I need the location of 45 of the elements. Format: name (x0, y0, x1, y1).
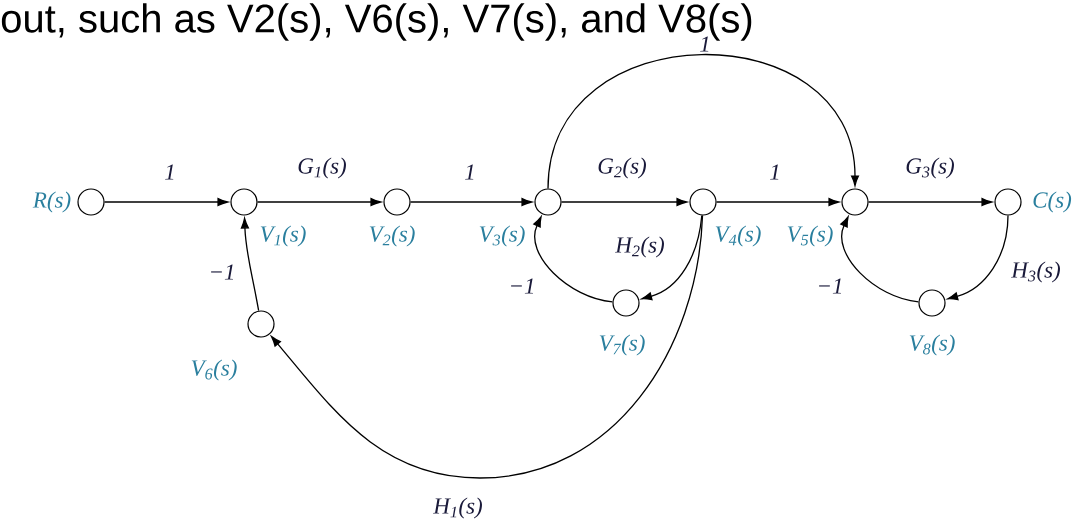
arrow (867, 197, 993, 207)
node-label: V$_{2}$(s) (369, 225, 415, 247)
arrow (547, 53, 860, 190)
node-circle (383, 188, 411, 216)
node-circle (994, 188, 1022, 216)
node-circle (841, 188, 869, 216)
node-label: V$_{1}$(s) (260, 225, 306, 247)
edge-label: 1 (463, 163, 477, 181)
edge-label: G$_{3}$(s) (904, 156, 956, 180)
node-label: V$_{5}$(s) (787, 225, 833, 247)
arrow (103, 197, 229, 207)
edge-label: G$_{1}$(s) (296, 156, 348, 180)
node-circle (689, 188, 717, 216)
arrow (270, 214, 704, 479)
arrow (240, 217, 260, 312)
arrow (641, 214, 703, 301)
edge-label: H$_{3}$(s) (1010, 260, 1062, 284)
edge-label: 1 (768, 163, 782, 181)
node-circle (534, 188, 562, 216)
edge-label: −1 (207, 263, 237, 281)
node-label: V$_{3}$(s) (479, 225, 525, 247)
edge-label: H$_{2}$(s) (614, 235, 666, 259)
node-label: R(s) (32, 191, 71, 213)
node-circle (247, 310, 275, 338)
arrow (533, 216, 614, 303)
edge-label: 1 (163, 163, 177, 181)
node-label: C(s) (1033, 191, 1072, 213)
arrow (840, 216, 920, 303)
arrow (947, 214, 1009, 301)
node-circle (230, 188, 258, 216)
node-label: V$_{6}$(s) (191, 359, 237, 381)
arrow (256, 197, 382, 207)
node-circle (612, 289, 640, 317)
edge-label: H$_{1}$(s) (432, 496, 484, 520)
arrow (715, 197, 840, 207)
edge-label: −1 (815, 277, 845, 295)
node-circle (77, 188, 105, 216)
arrow (409, 197, 533, 207)
node-circle (918, 289, 946, 317)
node-label: V$_{7}$(s) (599, 334, 645, 356)
edge-label: −1 (507, 277, 537, 295)
arrow (560, 197, 688, 207)
edge-label: G$_{2}$(s) (596, 156, 648, 180)
node-label: V$_{4}$(s) (715, 225, 761, 247)
node-label: V$_{8}$(s) (909, 334, 955, 356)
